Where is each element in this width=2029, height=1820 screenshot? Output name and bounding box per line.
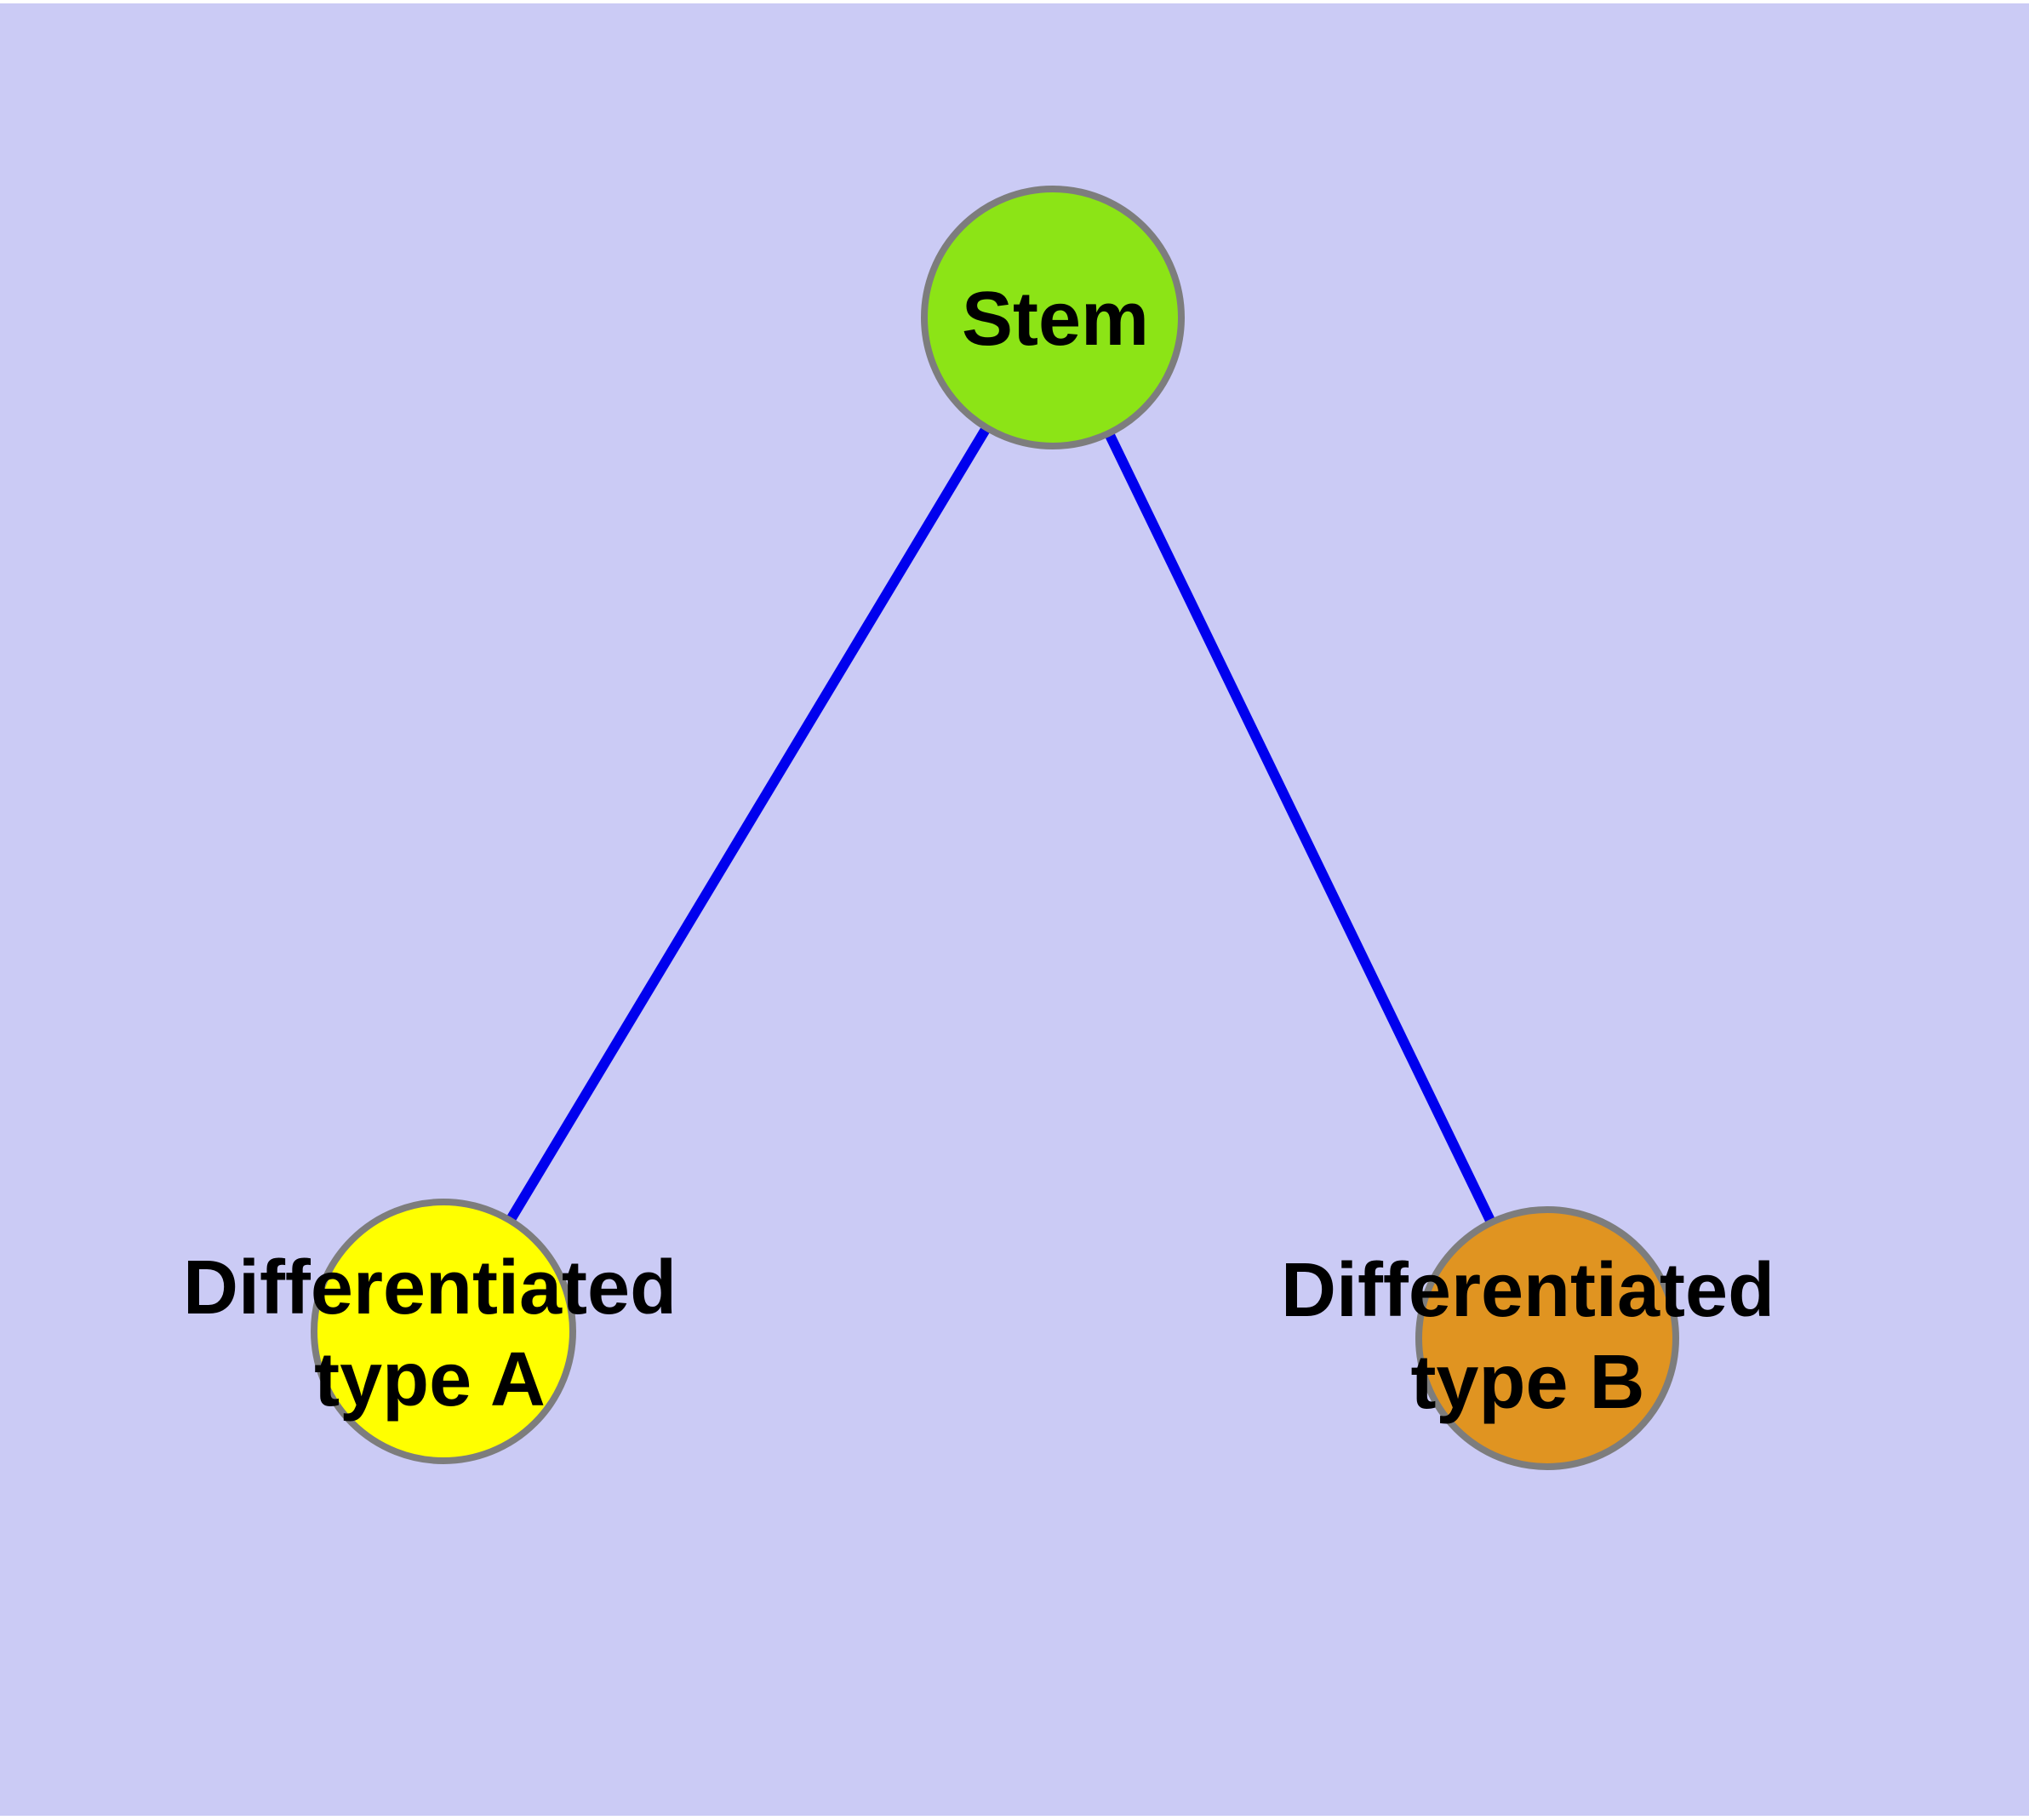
edge-stem-to-type-b — [1048, 315, 1552, 1341]
node-type-b-label-line-1: Differentiated — [1280, 1248, 1775, 1333]
node-stem-circle — [921, 186, 1185, 449]
node-type-a-label-line-2: type A — [314, 1337, 546, 1422]
node-type-a-circle — [311, 1199, 576, 1464]
node-type-b-circle — [1415, 1206, 1679, 1470]
node-type-b-label-line-2: type B — [1410, 1340, 1645, 1425]
node-type-a-label: Differentiated type A — [183, 1242, 677, 1426]
node-type-a-label-line-1: Differentiated — [182, 1245, 677, 1331]
node-stem-label-line-1: Stem — [961, 277, 1150, 362]
edge-stem-to-type-a — [438, 314, 1058, 1335]
node-stem-label: Stem — [962, 273, 1149, 365]
node-type-b-label: Differentiated type B — [1281, 1245, 1775, 1428]
